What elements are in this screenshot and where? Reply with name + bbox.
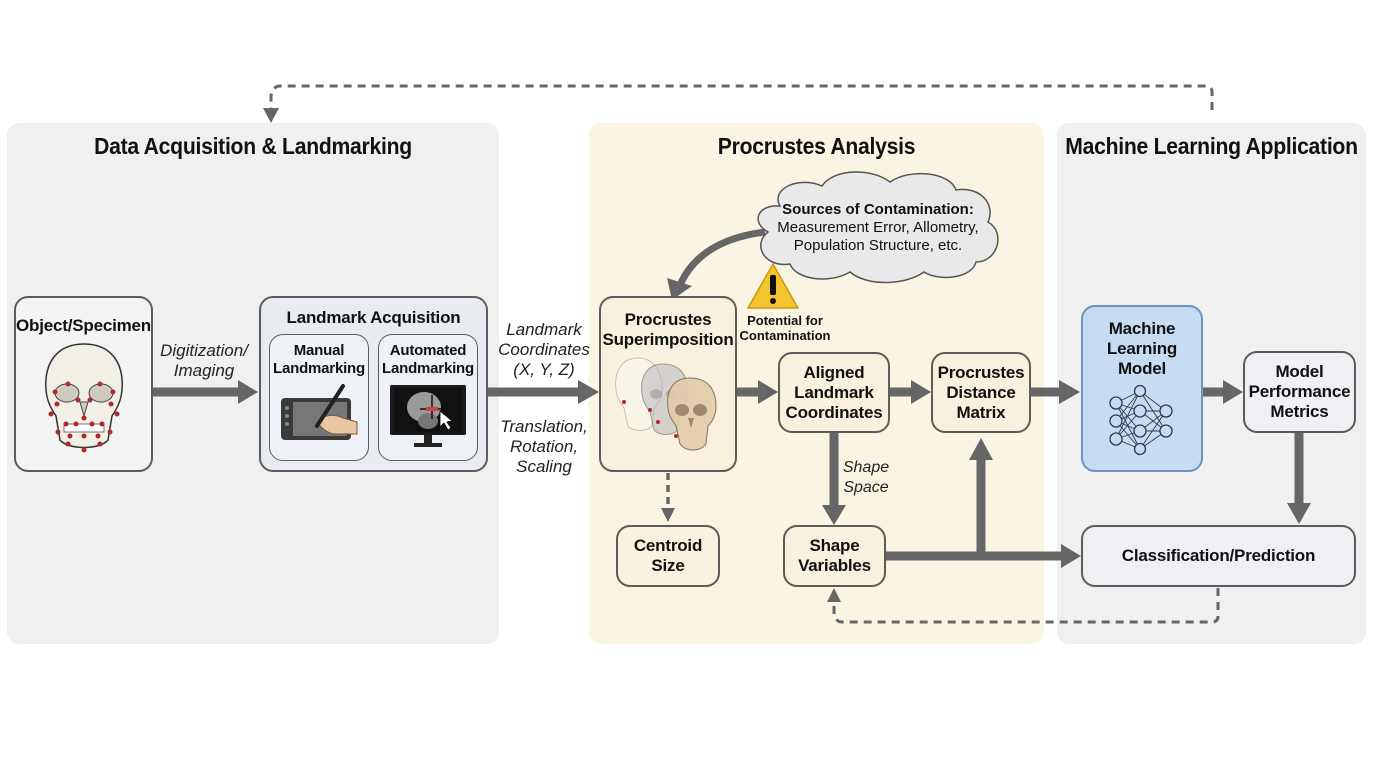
node-aligned-label: Aligned Landmark Coordinates — [786, 363, 883, 423]
panel-title-ml: Machine Learning Application — [1065, 133, 1358, 159]
label-line: Metrics — [1270, 402, 1329, 421]
neural-network-icon — [1109, 385, 1173, 456]
label-line: Procrustes — [624, 310, 712, 329]
label-line: Procrustes — [937, 362, 1025, 382]
label-line: Landmarking — [382, 360, 474, 377]
label-line: Aligned — [803, 362, 865, 382]
feedback-loop-bottom — [832, 588, 1220, 624]
node-procrustes-superimposition[interactable]: Procrustes Superimposition — [599, 296, 737, 472]
label-line: Performance — [1248, 382, 1351, 401]
edge-label-line: Imaging — [173, 361, 235, 380]
node-automated-landmarking-label: Automated Landmarking — [382, 342, 474, 378]
label-line: Shape — [809, 536, 860, 555]
node-manual-landmarking[interactable]: Manual Landmarking — [269, 334, 369, 461]
node-classification-label: Classification/Prediction — [1121, 546, 1316, 565]
node-metrics-label: Model Performance Metrics — [1249, 362, 1351, 422]
node-manual-landmarking-label: Manual Landmarking — [273, 342, 365, 378]
edge-label-line: Coordinates — [498, 340, 590, 359]
warning-label: Potential for Contamination — [733, 313, 837, 343]
edge-label-line: Landmark — [506, 320, 582, 339]
label-line: Size — [651, 556, 685, 575]
feedback-bottom-arrowhead — [827, 588, 841, 602]
node-object-specimen-label: Object/Specimen — [16, 316, 151, 335]
node-classification-prediction[interactable]: Classification/Prediction — [1081, 525, 1356, 587]
label-line: Superimposition — [602, 330, 734, 349]
superimposed-skulls-icon — [615, 357, 717, 451]
arrow-contamination-curve — [676, 228, 766, 287]
node-ml-model[interactable]: Machine Learning Model — [1081, 305, 1203, 472]
edge-label-line: Digitization/ — [160, 341, 248, 360]
warning-line: Potential for — [747, 313, 823, 328]
warning-line: Contamination — [739, 328, 831, 343]
node-centroid-size[interactable]: Centroid Size — [616, 525, 720, 587]
panel-title-procrustes: Procrustes Analysis — [717, 133, 916, 159]
skull-landmarks-icon — [44, 343, 123, 453]
label-line: Matrix — [956, 402, 1006, 422]
label-line: Learning — [1106, 339, 1178, 358]
label-line: Coordinates — [785, 402, 883, 422]
node-ml-model-label: Machine Learning Model — [1107, 319, 1177, 379]
feedback-top-arrowhead — [263, 108, 279, 123]
label-line: Manual — [293, 342, 345, 359]
edge-label-line: Translation, — [500, 417, 588, 436]
edge-label-digitization: Digitization/ Imaging — [155, 341, 253, 381]
label-line: Landmarking — [273, 360, 365, 377]
contamination-title: Sources of Contamination: — [782, 201, 974, 218]
monitor-xray-icon — [390, 385, 466, 447]
feedback-loop-top — [269, 84, 1214, 110]
node-shape-variables[interactable]: Shape Variables — [783, 525, 886, 587]
edge-label-line: Rotation, — [509, 437, 579, 456]
edge-label-line: Shape — [842, 459, 890, 476]
node-aligned-coordinates[interactable]: Aligned Landmark Coordinates — [778, 352, 890, 433]
edge-label-line: Space — [843, 479, 889, 496]
node-automated-landmarking[interactable]: Automated Landmarking — [378, 334, 478, 461]
panel-title-data-acquisition: Data Acquisition & Landmarking — [94, 133, 412, 159]
label-line: Automated — [389, 342, 467, 359]
label-line: Distance — [946, 382, 1016, 402]
contamination-line: Population Structure, etc. — [793, 237, 963, 254]
drawing-tablet-icon — [281, 384, 358, 440]
edge-label-line: (X, Y, Z) — [513, 360, 575, 379]
node-distance-label: Procrustes Distance Matrix — [938, 363, 1025, 423]
contamination-callout: Sources of Contamination: Measurement Er… — [760, 201, 996, 255]
contamination-line: Measurement Error, Allometry, — [777, 219, 979, 236]
edge-label-transform: Translation, Rotation, Scaling — [494, 417, 594, 477]
node-distance-matrix[interactable]: Procrustes Distance Matrix — [931, 352, 1031, 433]
label-line: Machine — [1108, 319, 1176, 338]
label-line: Model — [1275, 362, 1324, 381]
node-landmark-acquisition-label: Landmark Acquisition — [286, 308, 461, 327]
edge-label-line: Scaling — [516, 457, 572, 476]
edge-label-shape-space: Shape Space — [838, 458, 894, 498]
label-line: Model — [1117, 359, 1167, 378]
node-shape-variables-label: Shape Variables — [798, 536, 871, 576]
node-centroid-label: Centroid Size — [634, 536, 702, 576]
node-object-specimen[interactable]: Object/Specimen — [14, 296, 153, 472]
edge-label-landmark-coordinates: Landmark Coordinates (X, Y, Z) — [494, 320, 594, 380]
node-performance-metrics[interactable]: Model Performance Metrics — [1243, 351, 1356, 433]
label-line: Landmark — [794, 382, 874, 402]
label-line: Variables — [798, 556, 871, 575]
label-line: Centroid — [633, 536, 703, 555]
node-superimposition-label: Procrustes Superimposition — [602, 310, 733, 350]
